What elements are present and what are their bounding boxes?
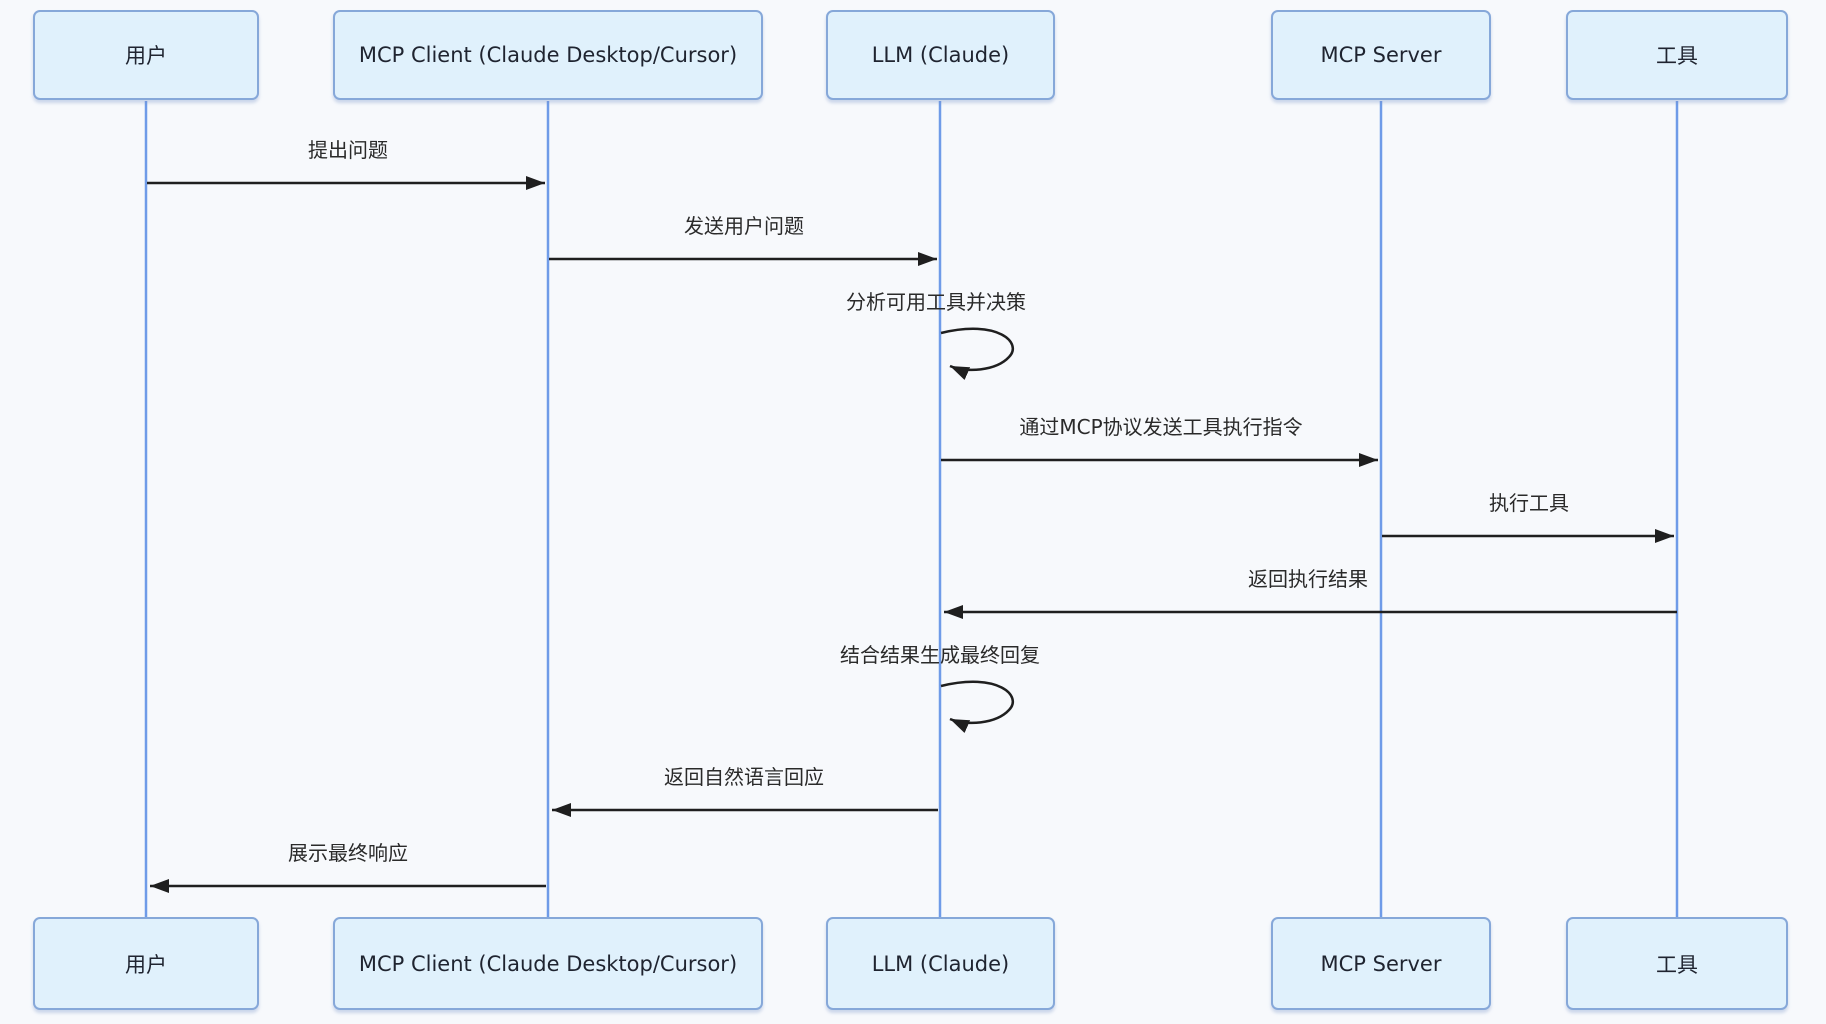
message-label-8: 返回自然语言回应	[664, 765, 824, 789]
actor-box-llm-top: LLM (Claude)	[826, 10, 1055, 100]
message-label-2: 发送用户问题	[684, 214, 804, 238]
message-label-1: 提出问题	[308, 138, 388, 162]
message-label-4: 通过MCP协议发送工具执行指令	[1019, 415, 1303, 439]
message-label-9: 展示最终响应	[288, 841, 408, 865]
message-label-3: 分析可用工具并决策	[846, 290, 1026, 314]
actor-box-tool-bottom: 工具	[1566, 917, 1788, 1010]
actor-box-tool-top: 工具	[1566, 10, 1788, 100]
actor-box-user-bottom: 用户	[33, 917, 259, 1010]
message-label-6: 返回执行结果	[1248, 567, 1368, 591]
actor-box-llm-bottom: LLM (Claude)	[826, 917, 1055, 1010]
actor-box-mcp-client-bottom: MCP Client (Claude Desktop/Cursor)	[333, 917, 763, 1010]
arrow-self-loop-2	[940, 680, 1015, 734]
arrow-self-loop-1	[940, 327, 1015, 381]
actor-box-user-top: 用户	[33, 10, 259, 100]
actor-box-mcp-server-top: MCP Server	[1271, 10, 1491, 100]
message-label-5: 执行工具	[1489, 491, 1569, 515]
actor-box-mcp-server-bottom: MCP Server	[1271, 917, 1491, 1010]
actor-box-mcp-client-top: MCP Client (Claude Desktop/Cursor)	[333, 10, 763, 100]
message-label-7: 结合结果生成最终回复	[840, 643, 1040, 667]
